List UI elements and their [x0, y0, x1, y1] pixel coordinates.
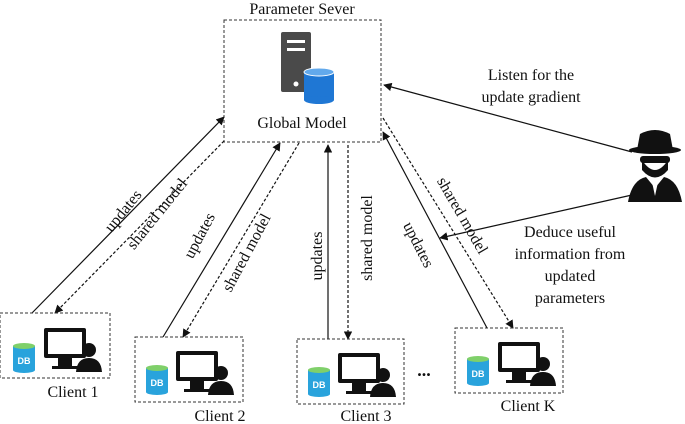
client-3: DB Client 3	[296, 338, 405, 424]
client1-updates-arrow	[31, 116, 225, 314]
db-icon: DB	[146, 365, 168, 395]
server-title: Parameter Sever	[249, 1, 355, 18]
client-1: DB Client 1	[0, 312, 111, 401]
database-icon	[303, 67, 335, 104]
deduce-label-line2: information from	[515, 246, 626, 263]
deduce-arrow	[439, 194, 633, 241]
more-clients-ellipsis: ...	[417, 360, 431, 380]
deduce-label-line3: updated	[545, 268, 596, 285]
client-2-label: Client 2	[194, 408, 245, 424]
client2-updates-arrow	[162, 142, 281, 338]
listen-label-line1: Listen for the	[488, 67, 574, 84]
global-model-label: Global Model	[257, 115, 347, 132]
svg-text:DB: DB	[313, 380, 326, 390]
svg-text:DB: DB	[18, 356, 31, 366]
client3-updates-label: updates	[309, 232, 326, 281]
listen-arrow	[383, 82, 633, 153]
client-k-label: Client K	[501, 398, 556, 415]
server-icon	[281, 32, 311, 92]
client-k-box	[454, 327, 564, 394]
client2-shared-model-arrow	[182, 142, 300, 338]
client-2-box	[134, 336, 244, 403]
user-computer-icon	[498, 342, 556, 386]
user-computer-icon	[338, 353, 396, 397]
db-icon: DB	[467, 356, 489, 386]
client-3-box	[296, 338, 405, 405]
db-icon: DB	[308, 367, 330, 397]
clientk-updates-label: updates	[399, 219, 436, 270]
client-1-box	[0, 312, 111, 379]
server-box	[223, 19, 382, 143]
client-k: DB Client K	[454, 327, 564, 415]
client-2: DB Client 2	[134, 336, 246, 424]
deduce-label-line4: parameters	[535, 290, 605, 307]
user-computer-icon	[44, 328, 102, 372]
client-3-label: Client 3	[340, 408, 391, 424]
clientk-shared-model-arrow	[382, 117, 514, 329]
client3-shared-model-label: shared model	[359, 195, 376, 281]
client-1-label: Client 1	[47, 384, 98, 401]
db-icon: DB	[13, 343, 35, 373]
clientk-updates-arrow	[382, 131, 488, 329]
client1-shared-model-label: shared model	[124, 175, 192, 253]
hacker-icon	[628, 130, 682, 202]
svg-text:DB: DB	[151, 378, 164, 388]
client1-shared-model-arrow	[54, 140, 225, 314]
user-computer-icon	[176, 351, 234, 395]
client2-shared-model-label: shared model	[219, 211, 275, 295]
listen-label-line2: update gradient	[481, 89, 581, 106]
deduce-label-line1: Deduce useful	[524, 224, 617, 241]
svg-text:DB: DB	[472, 369, 485, 379]
clientk-shared-model-label: shared model	[433, 174, 491, 257]
